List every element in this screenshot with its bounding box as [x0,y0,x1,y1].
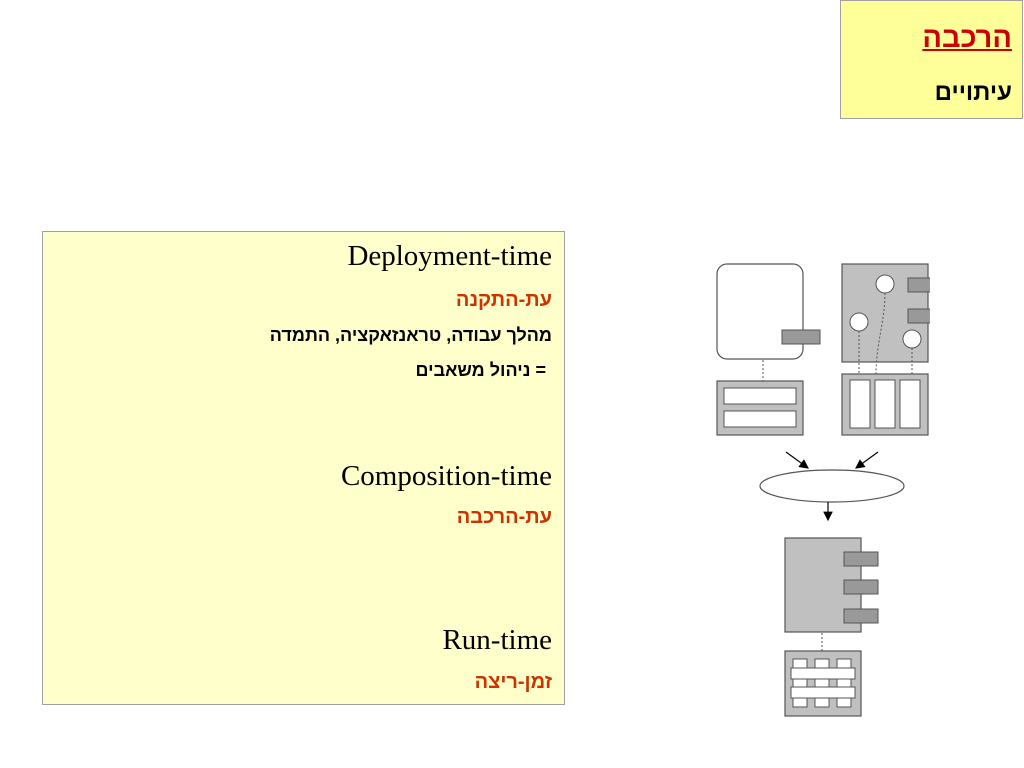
deployment-time-label: Deployment-time [347,240,552,272]
right-component [841,263,930,375]
run-time-hebrew: זמן-ריצה [474,671,552,693]
right-container [841,373,929,436]
composed-component [784,537,879,651]
run-time-label: Run-time [442,624,552,656]
composition-diagram-svg [716,263,930,717]
left-component [716,263,821,381]
deployment-desc-line2: = ניהול משאבים [415,360,546,380]
composition-time-hebrew: עת-הרכבה [456,506,552,528]
composition-ellipse [759,469,905,503]
slide-subtitle: עיתויים [934,79,1012,106]
arrow-left-in [785,451,809,469]
composed-container [784,650,862,717]
arrow-right-in [855,451,879,469]
slide-title: הרכבה [922,22,1012,54]
composition-diagram [700,250,930,730]
composition-time-label: Composition-time [340,460,552,492]
title-box: הרכבה עיתויים [840,0,1023,119]
left-container [716,380,804,436]
deployment-desc-line1: מהלך עבודה, טראנזאקציה, התמדה [269,325,552,345]
content-box: Deployment-time עת-התקנה מהלך עבודה, טרא… [42,231,565,705]
deployment-time-hebrew: עת-התקנה [455,289,552,311]
